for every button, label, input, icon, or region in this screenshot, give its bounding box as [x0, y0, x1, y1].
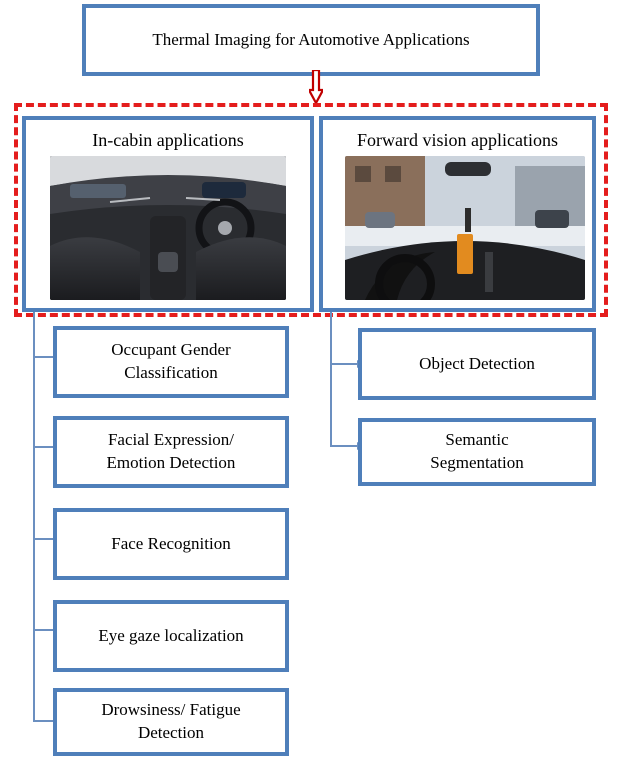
- left-branch-3: [33, 538, 55, 540]
- drowsiness-label: Drowsiness/ Fatigue Detection: [101, 700, 241, 742]
- eye-gaze-node: Eye gaze localization: [53, 600, 289, 672]
- in-cabin-panel: In-cabin applications: [22, 116, 314, 312]
- in-cabin-title: In-cabin applications: [92, 130, 244, 150]
- semantic-segmentation-label: Semantic Segmentation: [430, 430, 524, 472]
- down-arrow-icon: [309, 70, 323, 104]
- forward-vision-panel: Forward vision applications: [319, 116, 596, 312]
- left-branch-2: [33, 446, 55, 448]
- drowsiness-node: Drowsiness/ Fatigue Detection: [53, 688, 289, 756]
- face-recognition-node: Face Recognition: [53, 508, 289, 580]
- right-branch-1: [330, 363, 358, 365]
- forward-vision-title: Forward vision applications: [357, 130, 558, 150]
- object-detection-label: Object Detection: [419, 353, 535, 373]
- face-recognition-label: Face Recognition: [111, 533, 231, 553]
- right-trunk-line: [330, 312, 332, 446]
- occupant-gender-node: Occupant Gender Classification: [53, 326, 289, 398]
- left-branch-5: [33, 720, 55, 722]
- eye-gaze-label: Eye gaze localization: [98, 625, 244, 645]
- semantic-segmentation-node: Semantic Segmentation: [358, 418, 596, 486]
- left-trunk-line: [33, 312, 35, 722]
- left-branch-1: [33, 356, 55, 358]
- right-branch-2: [330, 445, 358, 447]
- facial-expression-label: Facial Expression/ Emotion Detection: [106, 430, 236, 472]
- occupant-gender-label: Occupant Gender Classification: [111, 340, 231, 382]
- car-interior-photo: [50, 156, 286, 300]
- road-view-photo: [345, 156, 585, 300]
- root-node: Thermal Imaging for Automotive Applicati…: [82, 4, 540, 76]
- root-label: Thermal Imaging for Automotive Applicati…: [152, 29, 470, 49]
- applications-group-outline: [14, 103, 608, 317]
- left-branch-4: [33, 629, 55, 631]
- object-detection-node: Object Detection: [358, 328, 596, 400]
- facial-expression-node: Facial Expression/ Emotion Detection: [53, 416, 289, 488]
